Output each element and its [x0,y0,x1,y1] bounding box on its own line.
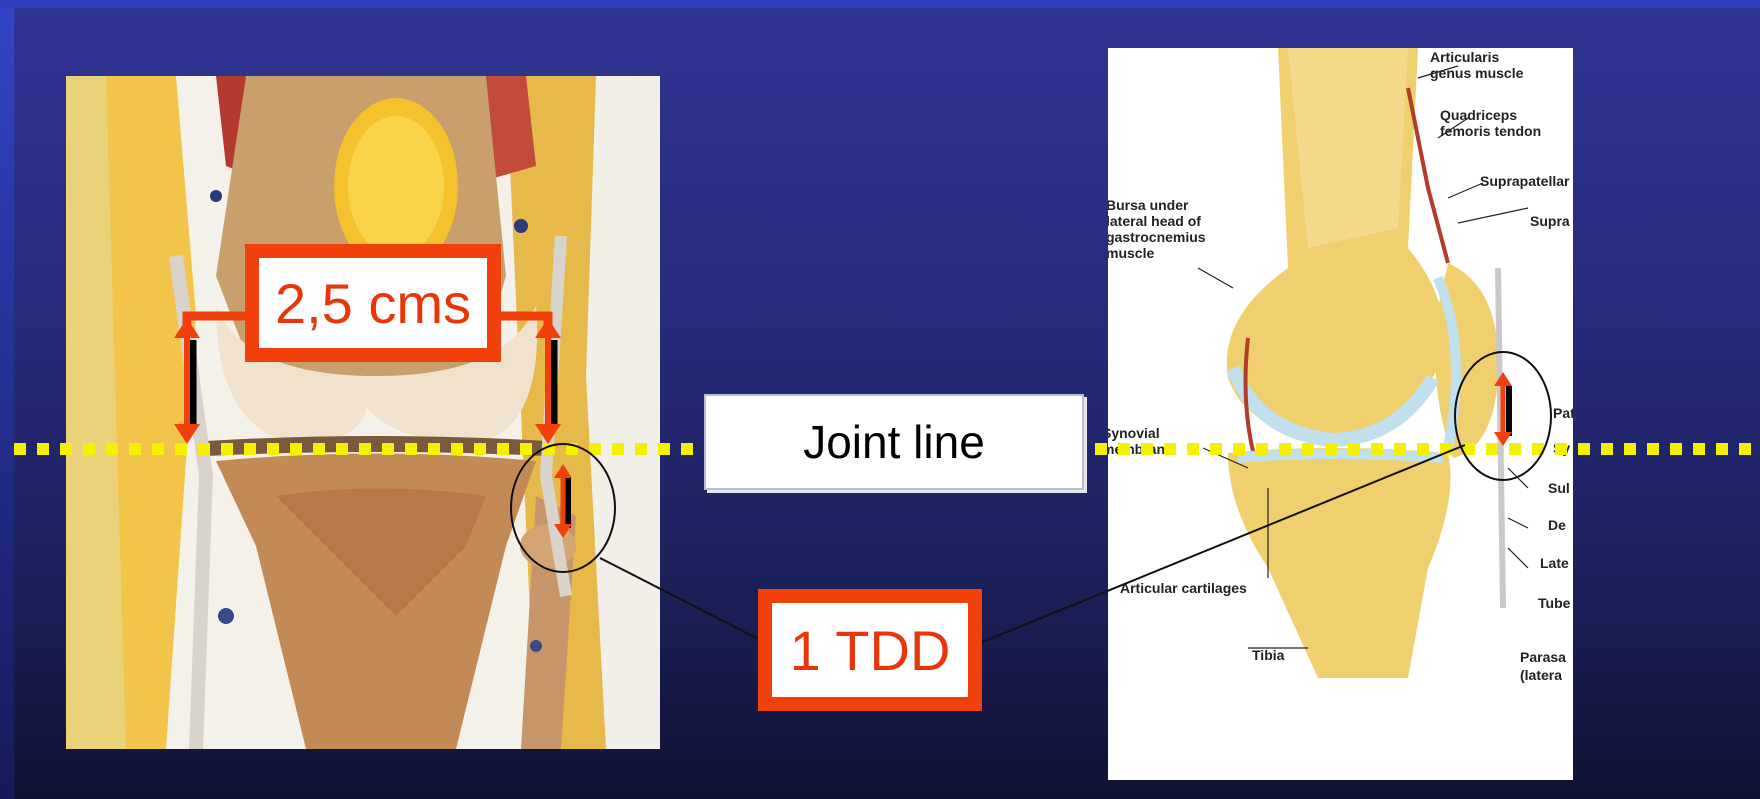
tdd-label: 1 TDD [758,589,982,711]
joint-line-text: Joint line [803,415,985,469]
tdd-text: 1 TDD [790,618,951,683]
connector-line-left [600,558,770,645]
double-arrow-fibula-left [554,464,572,538]
measure-bracket-right [501,316,548,325]
double-arrow-left [174,318,200,444]
double-arrow-right [535,318,561,444]
double-arrow-fibula-right [1494,372,1512,446]
measure-bracket-left [187,316,245,325]
measurement-text: 2,5 cms [275,271,471,336]
joint-line-label: Joint line [704,394,1084,490]
measurement-label: 2,5 cms [245,244,501,362]
